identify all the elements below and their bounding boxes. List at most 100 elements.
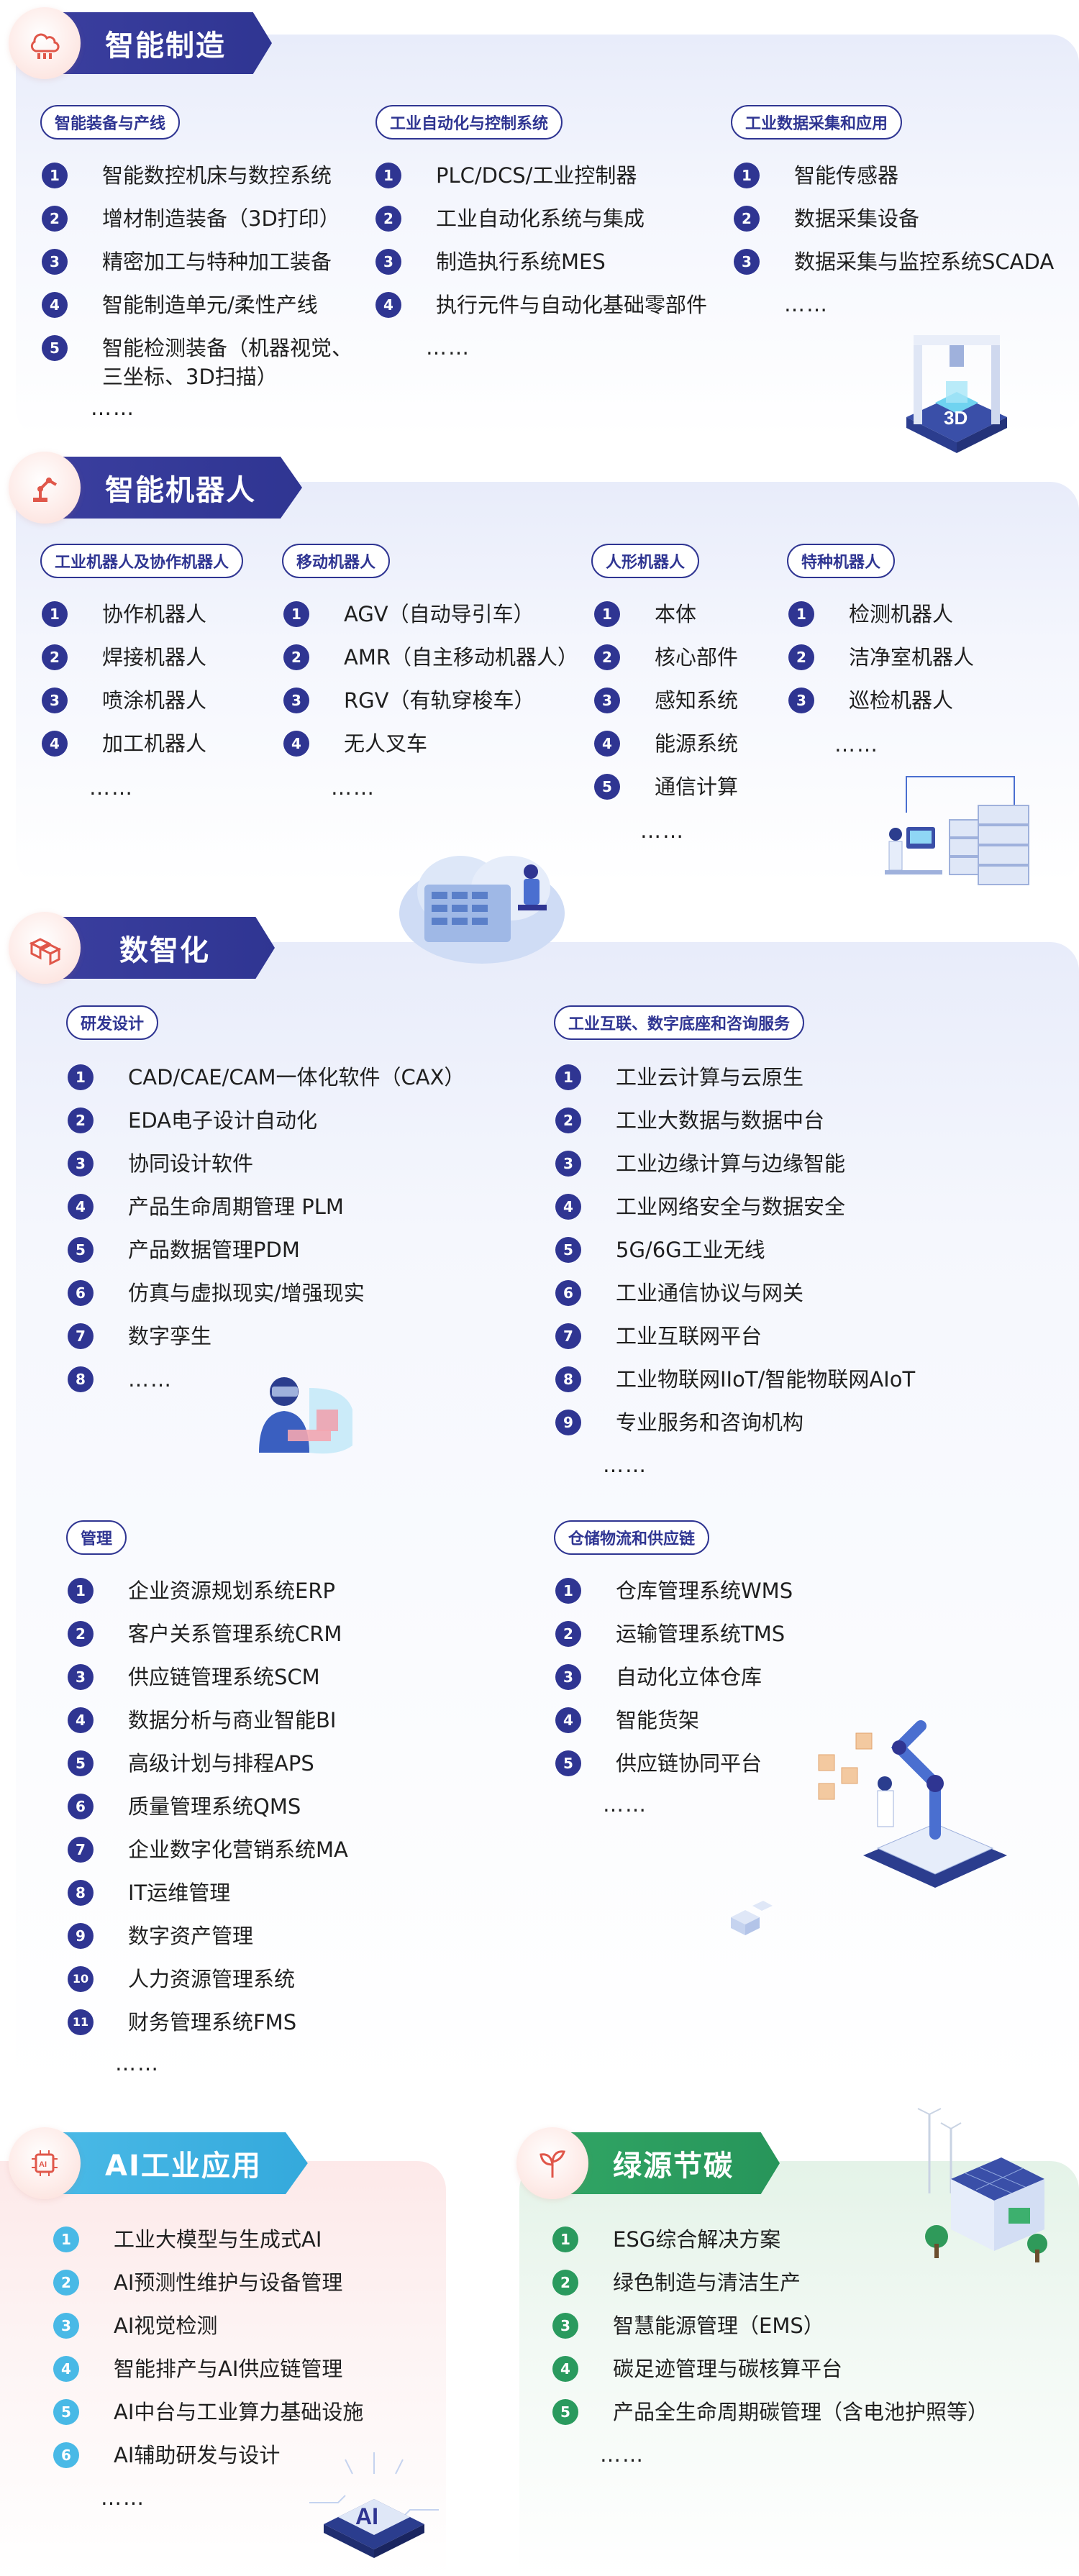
more-ellipsis: …… — [603, 1792, 647, 1817]
more-ellipsis: …… — [426, 335, 470, 360]
digital-panel — [16, 942, 1079, 2093]
section-title: 数智化 — [62, 917, 275, 979]
more-ellipsis: …… — [600, 2442, 645, 2467]
more-ellipsis: …… — [115, 2051, 160, 2075]
manufacturing-panel — [16, 35, 1079, 437]
3d-printer-illustration: 3D — [906, 335, 1007, 453]
list-item: 5 5G/6G工业无线 — [555, 1236, 915, 1279]
more-ellipsis: …… — [89, 775, 134, 800]
warehouse-robot-illustration — [818, 1720, 1007, 1888]
more-ellipsis: …… — [603, 1453, 647, 1477]
section-header-digital: 数智化 — [9, 912, 275, 984]
category-pill: 工业数据采集和应用 — [731, 105, 903, 140]
ai-chip-icon: AI — [9, 2127, 81, 2199]
more-ellipsis: …… — [834, 732, 879, 757]
section-header-manufacturing: 智能制造 — [9, 7, 272, 79]
3d-label: 3D — [944, 407, 968, 429]
robot-arm-icon — [9, 452, 81, 524]
section-header-green: 绿源节碳 — [516, 2127, 780, 2199]
ai-chip-label: AI — [355, 2503, 378, 2529]
section-header-robots: 智能机器人 — [9, 452, 302, 524]
category-pill: 人形机器人 — [591, 544, 700, 578]
factory-cloud-icon — [9, 7, 81, 79]
cube-decoration-icon — [731, 1901, 773, 1935]
vr-user-illustration — [259, 1377, 352, 1454]
leaf-icon — [516, 2127, 588, 2199]
green-building-illustration — [917, 2108, 1047, 2262]
category-pill: 管理 — [66, 1520, 127, 1555]
cubes-icon — [9, 912, 81, 984]
list-item: 8…… — [68, 1365, 465, 1408]
section-title: 智能机器人 — [62, 457, 302, 519]
section-title: AI工业应用 — [62, 2132, 308, 2194]
category-pill: 智能装备与产线 — [40, 105, 181, 140]
server-rack-illustration — [885, 776, 1029, 885]
category-pill: 移动机器人 — [282, 544, 391, 578]
more-ellipsis: …… — [784, 292, 829, 316]
category-pill: 研发设计 — [66, 1005, 159, 1040]
category-pill: 工业自动化与控制系统 — [375, 105, 563, 140]
cloud-server-illustration — [399, 856, 565, 964]
more-ellipsis: …… — [331, 775, 375, 800]
